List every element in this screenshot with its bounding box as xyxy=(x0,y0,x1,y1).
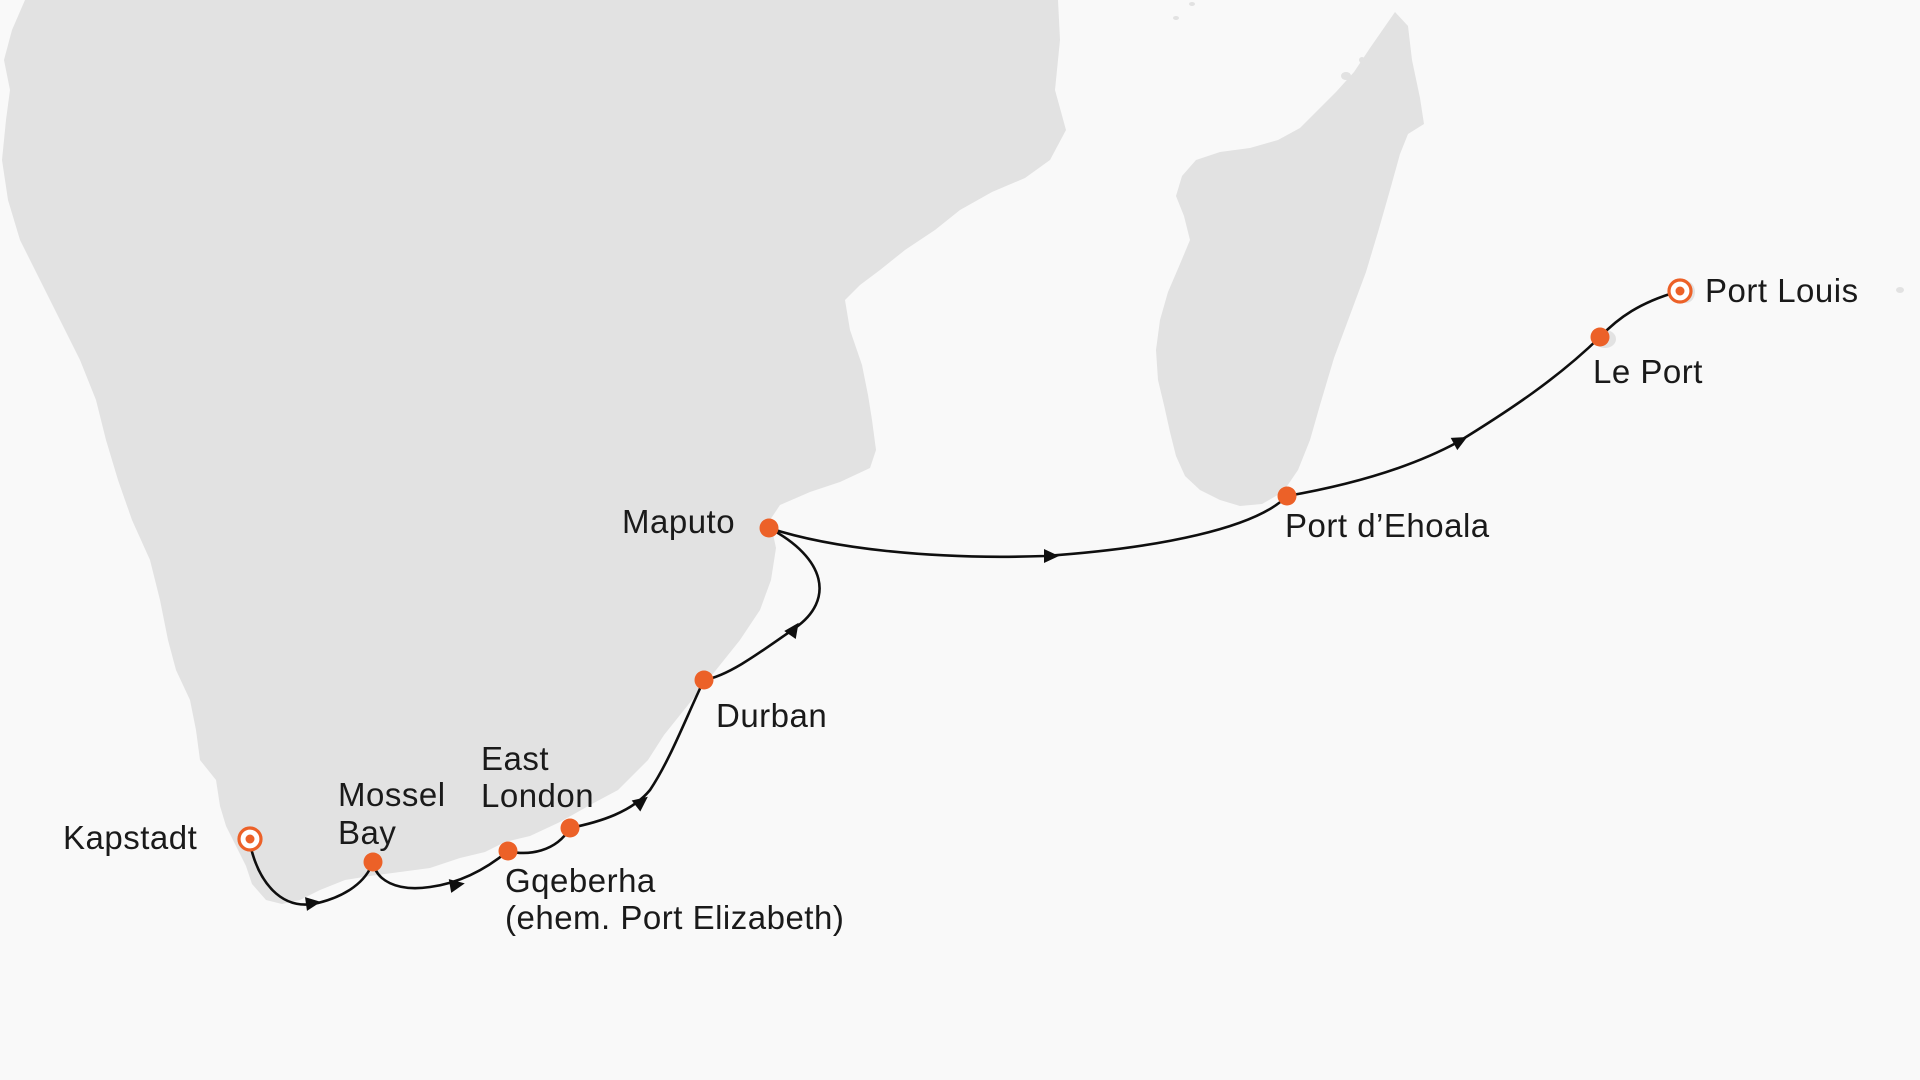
end-port-dot-icon xyxy=(1675,286,1685,296)
port-label-kapstadt: Kapstadt xyxy=(63,819,197,856)
port-label-le-port: Le Port xyxy=(1593,353,1703,390)
port-label-durban: Durban xyxy=(716,697,827,734)
madagascar-landmass xyxy=(1156,12,1424,506)
port-label-mossel-bay-line1: Mossel xyxy=(338,776,446,813)
port-marker-gqeberha[interactable] xyxy=(498,841,518,861)
direction-arrow-icon xyxy=(784,622,799,640)
port-marker-port-dehoala[interactable] xyxy=(1277,486,1297,506)
direction-arrow-icon xyxy=(1044,549,1059,563)
port-label-mossel-bay-line2: Bay xyxy=(338,814,396,851)
port-marker-le-port[interactable] xyxy=(1590,327,1610,347)
port-marker-maputo[interactable] xyxy=(759,518,779,538)
port-label-gqeberha-line1: Gqeberha xyxy=(505,862,656,899)
island-small xyxy=(1359,57,1365,63)
direction-arrow-icon xyxy=(448,879,465,893)
port-label-east-london-line1: East xyxy=(481,740,549,777)
start-port-dot-icon xyxy=(245,834,255,844)
direction-arrow-icon xyxy=(1450,436,1468,451)
port-marker-east-london[interactable] xyxy=(560,818,580,838)
route-leg xyxy=(371,849,510,890)
direction-arrow-icon xyxy=(305,897,321,911)
rodrigues-island xyxy=(1896,287,1904,293)
port-marker-durban[interactable] xyxy=(694,670,714,690)
arrow-layer xyxy=(305,436,1468,911)
africa-landmass xyxy=(2,0,1066,904)
comoros-island xyxy=(1341,72,1351,80)
port-label-port-louis: Port Louis xyxy=(1705,272,1859,309)
island-small xyxy=(1173,16,1179,20)
direction-arrow-icon xyxy=(631,796,648,812)
port-label-east-london-line2: London xyxy=(481,777,594,814)
route-leg xyxy=(568,678,706,830)
port-label-maputo: Maputo xyxy=(622,503,735,540)
port-label-port-dehoala: Port d’Ehoala xyxy=(1285,507,1490,544)
port-marker-kapstadt[interactable] xyxy=(237,826,263,852)
island-small xyxy=(1189,2,1195,6)
port-label-gqeberha-line2: (ehem. Port Elizabeth) xyxy=(505,899,844,936)
port-marker-port-louis[interactable] xyxy=(1667,278,1693,304)
port-marker-mossel-bay[interactable] xyxy=(363,852,383,872)
